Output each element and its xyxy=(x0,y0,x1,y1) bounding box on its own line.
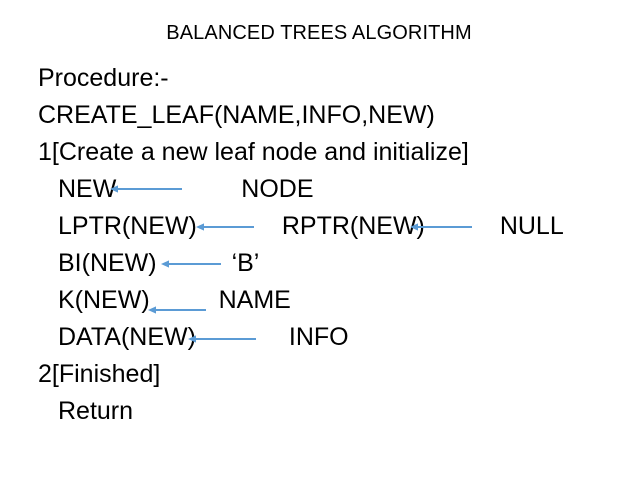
body-line-procedure: Procedure:- xyxy=(0,60,638,97)
body-line-assign-k: K(NEW) NAME xyxy=(0,282,638,319)
body-line-step-1: 1[Create a new leaf node and initialize] xyxy=(0,134,638,171)
line-text: Return xyxy=(58,397,134,425)
assignment-source: INFO xyxy=(288,323,349,351)
assignment-source: NODE xyxy=(241,175,314,203)
assignment-target: NEW xyxy=(58,175,117,203)
left-arrow-icon xyxy=(188,333,256,345)
slide-body: Procedure:- CREATE_LEAF(NAME,INFO,NEW) 1… xyxy=(0,60,638,430)
assignment-source: ‘B’ xyxy=(231,249,260,277)
body-line-assign-bi: BI(NEW) ‘B’ xyxy=(0,245,638,282)
body-line-signature: CREATE_LEAF(NAME,INFO,NEW) xyxy=(0,97,638,134)
body-line-assign-new: NEW NODE xyxy=(0,171,638,208)
assignment-target: BI(NEW) xyxy=(58,249,157,277)
left-arrow-icon xyxy=(196,221,254,233)
body-line-assign-data: DATA(NEW) INFO xyxy=(0,319,638,356)
left-arrow-icon xyxy=(148,304,206,316)
assignment-mid: RPTR(NEW) xyxy=(281,212,425,240)
line-text: 2[Finished] xyxy=(38,360,161,388)
assignment-source: NULL xyxy=(499,212,564,240)
assignment-target: DATA(NEW) xyxy=(58,323,196,351)
line-text: CREATE_LEAF(NAME,INFO,NEW) xyxy=(38,101,435,129)
assignment-target: K(NEW) xyxy=(58,286,150,314)
left-arrow-icon xyxy=(161,258,221,270)
line-text: 1[Create a new leaf node and initialize] xyxy=(38,138,469,166)
body-line-assign-lptr: LPTR(NEW) RPTR(NEW) NULL xyxy=(0,208,638,245)
line-text: Procedure:- xyxy=(38,64,169,92)
assignment-target: LPTR(NEW) xyxy=(58,212,197,240)
left-arrow-icon xyxy=(110,183,182,195)
assignment-source: NAME xyxy=(218,286,291,314)
body-line-step-2: 2[Finished] xyxy=(0,356,638,393)
body-line-return: Return xyxy=(0,393,638,430)
slide-title: BALANCED TREES ALGORITHM xyxy=(166,22,472,44)
